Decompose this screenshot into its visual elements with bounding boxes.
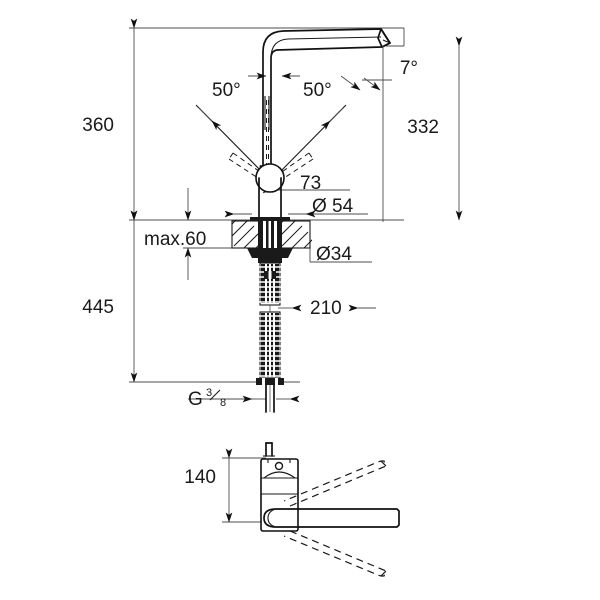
plan-swivel-down — [283, 530, 387, 577]
plan-spout — [263, 508, 400, 528]
dimension-332-label: 332 — [407, 117, 439, 138]
mounting-nut — [247, 248, 293, 258]
angle-50-left-label: 50° — [212, 80, 241, 101]
plan-body — [260, 458, 299, 532]
dimension-dia54: Ø 54 — [224, 196, 354, 218]
thread-numerator: 3 — [206, 387, 212, 399]
dimension-445: 445 — [82, 210, 138, 383]
top-plan-view: 140 — [184, 442, 400, 577]
dimension-360-label: 360 — [82, 115, 114, 136]
hose-end-fitting — [256, 378, 284, 385]
mounting-washer — [258, 258, 282, 263]
outlet-aerator — [377, 28, 391, 48]
dimension-max60-label: max.60 — [144, 229, 206, 250]
flexible-hose-lower — [259, 311, 282, 379]
spout-inner-edge — [270, 36, 382, 59]
faucet-body — [231, 28, 391, 413]
column-detail-notch — [264, 96, 270, 130]
angle-50-left: 50° — [195, 80, 267, 183]
dimension-332: 332 — [386, 36, 463, 221]
angle-7-label: 7° — [400, 58, 418, 79]
dimension-210-label: 210 — [310, 298, 342, 319]
plan-swivel-up — [283, 460, 387, 507]
dimension-max60: max.60 — [144, 188, 206, 280]
thread-tails — [265, 384, 275, 413]
spout-outer-profile — [262, 28, 391, 177]
plan-lever-handle — [263, 442, 275, 457]
dimension-73-label: 73 — [300, 173, 321, 194]
thread-callout-g38: G 3 8 — [188, 387, 300, 410]
dimension-dia34-label: Ø34 — [316, 244, 352, 265]
angle-50-right: 50° — [275, 80, 347, 183]
front-elevation-view: 360 445 max.60 332 73 — [82, 18, 463, 413]
thread-denominator: 8 — [220, 397, 226, 409]
dimension-dia54-label: Ø 54 — [312, 196, 354, 217]
angle-7-outlet: 7° — [340, 58, 418, 91]
dimension-360: 360 — [82, 18, 138, 221]
dimension-210: 210 — [278, 298, 376, 319]
flexible-hose-upper — [259, 262, 282, 306]
dimension-445-label: 445 — [82, 297, 114, 318]
body-shaft — [258, 177, 282, 221]
countertop-left — [231, 220, 262, 249]
base-flange — [250, 217, 290, 222]
outlet-nose — [382, 39, 391, 44]
dimension-140: 140 — [184, 448, 266, 523]
thread-label-g: G — [188, 389, 203, 410]
handle-ball-pivot — [255, 163, 285, 193]
threaded-shank — [258, 221, 282, 248]
angle-50-right-label: 50° — [303, 80, 332, 101]
dimension-140-label: 140 — [184, 467, 216, 488]
